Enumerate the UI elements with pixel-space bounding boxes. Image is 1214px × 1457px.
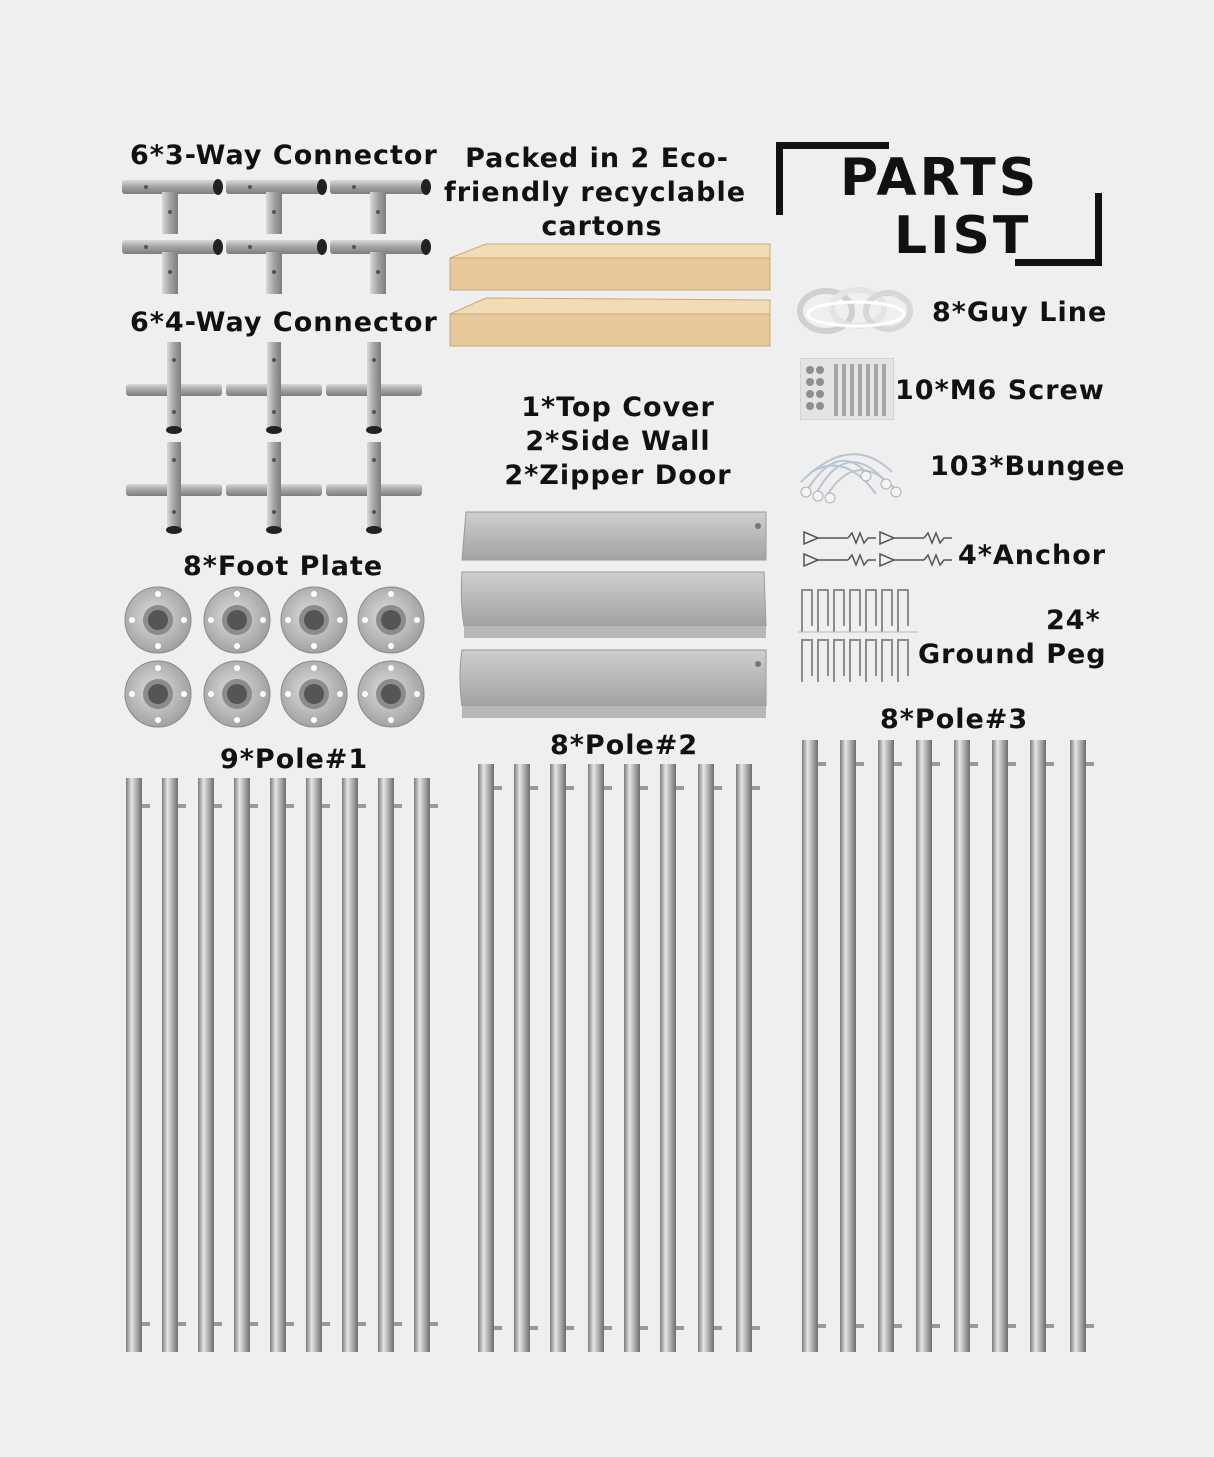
side-wall-label: 2*Side Wall xyxy=(525,426,711,457)
poles-illustration xyxy=(126,740,1094,1352)
pole-2-group xyxy=(478,764,760,1352)
anchor-label: 4*Anchor xyxy=(958,540,1107,571)
parts-list-title: PARTS LIST xyxy=(776,142,1102,266)
title-corner-bracket-top xyxy=(776,142,889,215)
pole-3-label: 8*Pole#3 xyxy=(880,704,1029,735)
title-line-2: LIST xyxy=(894,206,1032,266)
anchors-illustration xyxy=(803,530,952,568)
carton xyxy=(449,243,771,291)
packing-line-2: friendly recyclable xyxy=(443,177,747,208)
ground-peg-label: Ground Peg xyxy=(918,639,1107,670)
pole-1-label: 9*Pole#1 xyxy=(220,744,369,775)
guy-line-label: 8*Guy Line xyxy=(932,297,1108,328)
foot-plates-illustration xyxy=(124,586,425,728)
screw-label: 10*M6 Screw xyxy=(895,375,1105,406)
pole-1-group xyxy=(126,778,438,1352)
pole-2-label: 8*Pole#2 xyxy=(550,730,699,761)
carton xyxy=(449,297,771,347)
fabric-covers-illustration xyxy=(459,511,767,718)
four-way-connectors-illustration xyxy=(126,342,422,534)
guy-line-illustration xyxy=(797,287,913,334)
three-way-connectors-illustration xyxy=(122,179,431,294)
packing-line-3: cartons xyxy=(541,211,663,242)
pole-3-group xyxy=(802,740,1094,1352)
foot-plate-label: 8*Foot Plate xyxy=(183,551,384,582)
zipper-door-label: 2*Zipper Door xyxy=(504,460,732,491)
three-way-connector-label: 6*3-Way Connector xyxy=(130,140,438,171)
bungee-label: 103*Bungee xyxy=(930,451,1126,482)
bungees-illustration xyxy=(800,453,902,504)
packing-line-1: Packed in 2 Eco- xyxy=(465,143,729,174)
title-corner-bracket-bottom xyxy=(1015,193,1102,266)
screws-illustration xyxy=(800,358,894,420)
ground-pegs-illustration xyxy=(798,589,918,682)
title-line-1: PARTS xyxy=(840,148,1040,208)
four-way-connector-label: 6*4-Way Connector xyxy=(130,307,438,338)
ground-peg-count-label: 24* xyxy=(1046,605,1101,636)
top-cover-label: 1*Top Cover xyxy=(521,392,715,423)
cartons-illustration xyxy=(449,243,771,347)
